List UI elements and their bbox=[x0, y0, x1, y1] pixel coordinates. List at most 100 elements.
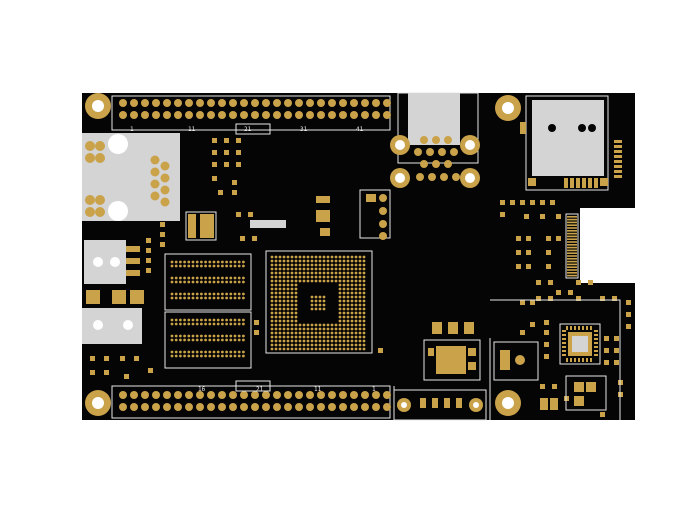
header-pin bbox=[185, 111, 193, 119]
memory-ball bbox=[229, 260, 233, 264]
bga-ball bbox=[346, 259, 350, 263]
bga-ball bbox=[330, 347, 334, 351]
bga-ball bbox=[310, 279, 314, 283]
smd-pad bbox=[212, 162, 217, 167]
memory-ball bbox=[179, 280, 182, 284]
header-pin bbox=[383, 403, 391, 411]
memory-ball bbox=[221, 338, 224, 342]
bga-ball bbox=[270, 315, 274, 319]
bga-ball bbox=[318, 279, 322, 283]
bga-ball bbox=[302, 271, 306, 275]
memory-ball bbox=[208, 338, 212, 342]
memory-ball bbox=[200, 296, 203, 300]
memory-ball bbox=[187, 334, 191, 338]
qfn-pad bbox=[562, 350, 566, 352]
bga-ball bbox=[310, 323, 314, 327]
header-pin bbox=[229, 391, 237, 399]
bga-ball bbox=[338, 303, 342, 307]
header-pin bbox=[361, 99, 369, 107]
memory-ball bbox=[179, 334, 182, 338]
qfn-pad bbox=[582, 358, 584, 362]
smd-pad bbox=[600, 412, 605, 417]
bga-ball bbox=[354, 311, 358, 315]
bga-ball bbox=[354, 343, 358, 347]
memory-ball bbox=[195, 318, 199, 322]
bga-ball bbox=[298, 267, 302, 271]
memory-ball bbox=[200, 292, 203, 296]
fpc-pin bbox=[567, 238, 577, 240]
bga-ball bbox=[282, 267, 286, 271]
bga-ball bbox=[318, 327, 322, 331]
bga-ball bbox=[274, 255, 278, 259]
memory-ball bbox=[191, 292, 195, 296]
header-pin bbox=[251, 391, 259, 399]
memory-ball bbox=[204, 292, 208, 296]
bga-ball bbox=[290, 343, 294, 347]
smd-pad bbox=[546, 236, 551, 241]
qfn-pad bbox=[562, 330, 566, 332]
bga-ball bbox=[342, 339, 346, 343]
bga-ball bbox=[346, 303, 350, 307]
header-pin bbox=[152, 111, 160, 119]
memory-ball bbox=[204, 280, 208, 284]
bga-ball bbox=[278, 295, 282, 299]
bga-ball bbox=[286, 271, 290, 275]
bga-ball bbox=[362, 319, 366, 323]
bga-ball bbox=[294, 323, 298, 327]
bga-ball bbox=[306, 323, 310, 327]
bga-ball bbox=[318, 271, 322, 275]
bga-ball bbox=[358, 339, 362, 343]
bga-ball bbox=[298, 347, 302, 351]
memory-ball bbox=[216, 264, 220, 268]
bga-ball bbox=[294, 291, 298, 295]
memory-ball bbox=[216, 354, 220, 358]
bga-ball bbox=[298, 335, 302, 339]
power-inductor bbox=[185, 211, 286, 241]
header-pin bbox=[361, 111, 369, 119]
bga-ball bbox=[342, 323, 346, 327]
memory-ball bbox=[216, 260, 220, 264]
memory-ball bbox=[221, 292, 224, 296]
bga-ball bbox=[302, 331, 306, 335]
memory-ball bbox=[237, 296, 241, 300]
smd-pad bbox=[556, 236, 561, 241]
bga-ball bbox=[294, 303, 298, 307]
memory-ball bbox=[204, 354, 208, 358]
bga-ball bbox=[302, 267, 306, 271]
bga-ball bbox=[362, 335, 366, 339]
smd-pad bbox=[614, 336, 619, 341]
bga-ball bbox=[298, 327, 302, 331]
smd-pad bbox=[536, 296, 541, 301]
smd-pad bbox=[576, 280, 581, 285]
memory-ball bbox=[183, 354, 187, 358]
bga-ball bbox=[314, 267, 318, 271]
bga-ball bbox=[290, 335, 294, 339]
bga-ball bbox=[310, 339, 314, 343]
bga-ball bbox=[310, 295, 314, 299]
smd-pad bbox=[576, 296, 581, 301]
bga-ball bbox=[338, 255, 342, 259]
bga-ball bbox=[338, 319, 342, 323]
bga-ball bbox=[330, 323, 334, 327]
fpc-pin bbox=[567, 249, 577, 252]
memory-ball bbox=[183, 276, 187, 280]
bga-ball bbox=[310, 267, 314, 271]
bga-ball bbox=[274, 323, 278, 327]
smd-pad bbox=[224, 162, 229, 167]
memory-ball bbox=[225, 292, 229, 296]
memory-ball bbox=[216, 292, 220, 296]
bga-ball bbox=[314, 335, 318, 339]
bga-ball bbox=[310, 343, 314, 347]
memory-ball bbox=[225, 280, 229, 284]
smd-pad bbox=[224, 138, 229, 143]
card-pin bbox=[614, 155, 622, 158]
qfn-pad bbox=[594, 354, 598, 356]
memory-ball bbox=[170, 296, 174, 300]
bga-ball bbox=[278, 291, 282, 295]
bga-ball bbox=[294, 335, 298, 339]
bga-ball bbox=[274, 343, 278, 347]
bga-ball bbox=[362, 347, 366, 351]
memory-ball bbox=[221, 318, 224, 322]
bga-ball bbox=[346, 323, 350, 327]
memory-ball bbox=[221, 296, 224, 300]
